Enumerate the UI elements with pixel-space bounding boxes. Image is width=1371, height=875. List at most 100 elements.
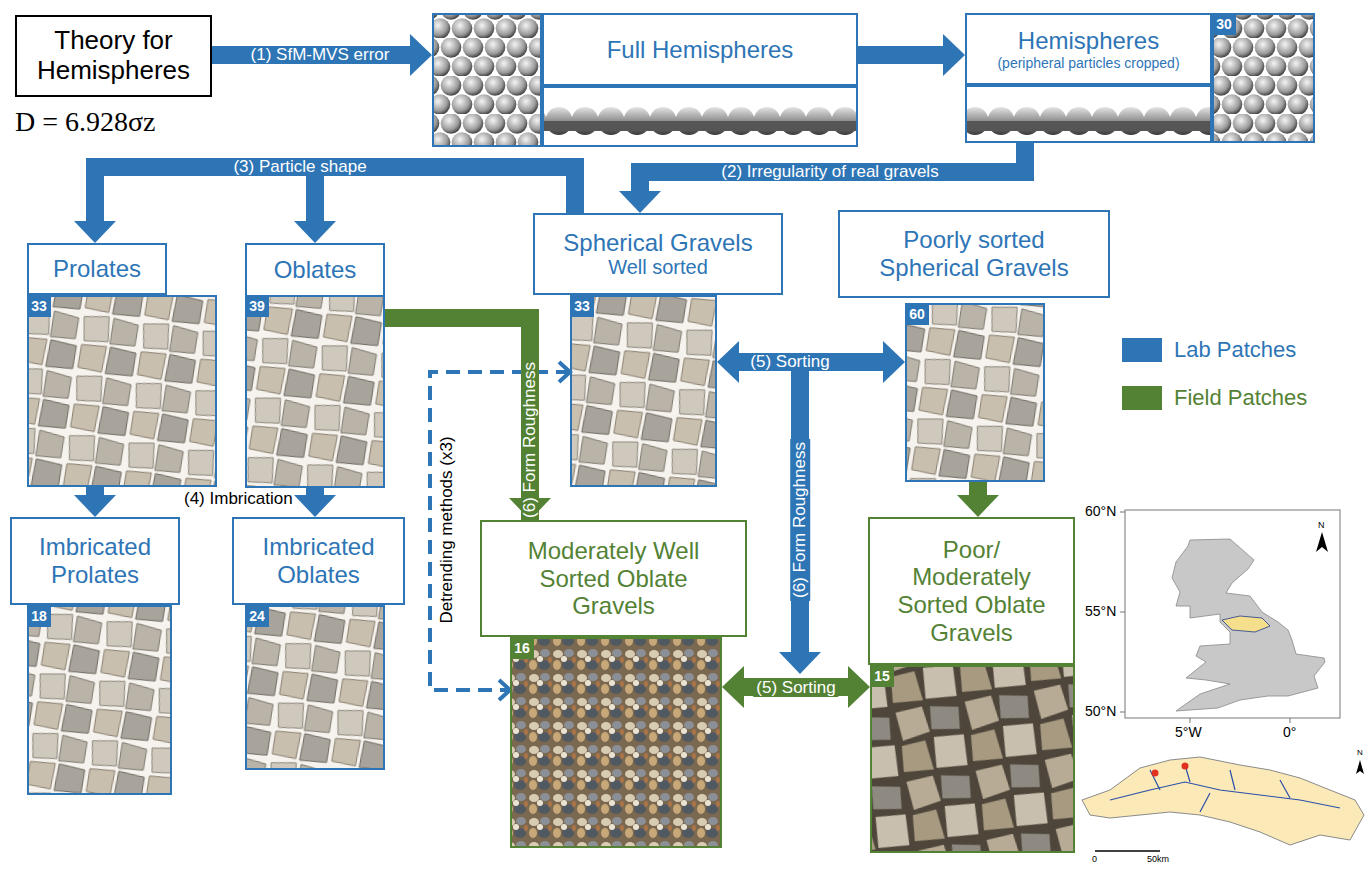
- photo-frame: [510, 637, 722, 848]
- connector-line: [212, 46, 411, 64]
- process-box: Oblates: [245, 243, 385, 297]
- process-box: Imbricated Prolates: [10, 517, 180, 605]
- text-stack: Hemispheres(peripheral particles cropped…: [997, 27, 1179, 71]
- photo-frame: [27, 295, 217, 487]
- node-title: Imbricated Prolates: [20, 533, 170, 588]
- scale-label: 0: [1092, 854, 1097, 864]
- axis-label: 5°W: [1175, 724, 1202, 740]
- arrow-head: [848, 666, 870, 708]
- edge-label: (6) Form Roughness: [521, 359, 539, 521]
- axis-label: 50°N: [1085, 703, 1116, 719]
- process-box: Theory for Hemispheres: [15, 15, 212, 97]
- process-box: Prolates: [27, 243, 167, 295]
- node-title: Poor/ Moderately Sorted Oblate Gravels: [884, 536, 1059, 646]
- process-box: Poorly sorted Spherical Gravels: [838, 210, 1110, 298]
- arrow-head: [294, 495, 336, 517]
- flow-arrow: [212, 34, 432, 76]
- text-stack: Poor/ Moderately Sorted Oblate Gravels: [884, 536, 1059, 646]
- node-group: Poor/ Moderately Sorted Oblate Gravels: [868, 517, 1075, 853]
- process-box: Hemispheres(peripheral particles cropped…: [965, 13, 1212, 85]
- process-box: Imbricated Oblates: [232, 517, 405, 605]
- arrow-head: [957, 495, 999, 517]
- photo-frame: [965, 85, 1212, 143]
- flow-arrow: [722, 666, 870, 708]
- node-group: Spherical GravelsWell sorted: [533, 213, 783, 487]
- connector-line: [858, 46, 944, 64]
- node-title: Theory for Hemispheres: [20, 26, 207, 86]
- text-stack: Theory for Hemispheres: [20, 26, 207, 86]
- arrow-head: [499, 680, 510, 700]
- flow-arrow: [74, 167, 575, 243]
- connector-line: [86, 487, 104, 496]
- node-group: Prolates: [27, 243, 217, 487]
- process-box: Poor/ Moderately Sorted Oblate Gravels: [868, 517, 1075, 665]
- connector-line: [969, 482, 987, 496]
- node-title: Full Hemispheres: [607, 36, 794, 64]
- patch-count: 18: [27, 605, 51, 627]
- edge-label: Detrending methods (x3): [438, 433, 456, 626]
- axis-label: 0°: [1283, 724, 1296, 740]
- node-group: Poorly sorted Spherical Gravels: [838, 210, 1110, 482]
- edge-label: (5) Sorting: [753, 679, 838, 697]
- formula: D = 6.928σz: [15, 106, 156, 138]
- flow-arrow: [74, 487, 116, 517]
- flow-arrow: [619, 143, 1025, 213]
- edge-label: (2) Irregularity of real gravels: [718, 163, 941, 181]
- edge-label: (1) SfM-MVS error: [248, 46, 393, 64]
- arrow-head: [559, 362, 570, 382]
- node-group: Imbricated Prolates: [10, 517, 180, 795]
- arrow-head: [619, 191, 661, 213]
- node-title: Moderately Well Sorted Oblate Gravels: [506, 537, 721, 620]
- step-label: (4) Imbrication: [184, 489, 293, 509]
- flow-arrow: [957, 482, 999, 517]
- patch-count: 30: [1212, 13, 1236, 35]
- photo-frame: [905, 303, 1045, 482]
- text-stack: Oblates: [274, 256, 357, 284]
- flow-arrow: [858, 34, 965, 76]
- text-stack: Spherical GravelsWell sorted: [563, 229, 752, 280]
- node-group: Full Hemispheres: [432, 13, 858, 147]
- text-stack: Imbricated Oblates: [244, 533, 394, 588]
- node-group: Imbricated Oblates: [232, 517, 405, 770]
- north-label: N: [1318, 520, 1325, 530]
- process-box: Spherical GravelsWell sorted: [533, 213, 783, 295]
- connector-line: [739, 353, 884, 371]
- node-title: Spherical Gravels: [563, 229, 752, 257]
- text-stack: Prolates: [53, 255, 141, 283]
- arrow-head: [717, 341, 739, 383]
- patch-count: 60: [905, 303, 929, 325]
- node-group: Hemispheres(peripheral particles cropped…: [965, 13, 1315, 143]
- photo-frame: [245, 295, 385, 488]
- flow-arrow: [385, 318, 551, 520]
- arrow-head: [722, 666, 744, 708]
- node-group: Moderately Well Sorted Oblate Gravels: [480, 520, 747, 848]
- node-title: Oblates: [274, 256, 357, 284]
- node-subtitle: (peripheral particles cropped): [997, 55, 1179, 71]
- flow-arrow: [294, 488, 336, 517]
- arrow-head: [74, 495, 116, 517]
- node-title: Imbricated Oblates: [244, 533, 394, 588]
- legend-swatch: [1122, 338, 1162, 362]
- patch-count: 16: [510, 637, 534, 659]
- photo-frame: [27, 605, 172, 795]
- legend-text: Lab Patches: [1174, 336, 1296, 364]
- photo-frame: [245, 605, 385, 770]
- text-stack: Full Hemispheres: [607, 36, 794, 64]
- arrow-head: [943, 34, 965, 76]
- connector-line: [306, 488, 324, 496]
- patch-count: 24: [245, 605, 269, 627]
- connector-line: [640, 143, 1025, 192]
- node-title: Prolates: [53, 255, 141, 283]
- north-label: N: [1357, 748, 1363, 757]
- node-group: Theory for Hemispheres: [15, 15, 212, 97]
- patch-count: 33: [27, 295, 51, 317]
- text-stack: Moderately Well Sorted Oblate Gravels: [506, 537, 721, 620]
- arrow-head: [294, 221, 336, 243]
- patch-count: 33: [570, 295, 594, 317]
- process-box: Moderately Well Sorted Oblate Gravels: [480, 520, 747, 637]
- node-title: Poorly sorted Spherical Gravels: [859, 226, 1089, 281]
- photo-frame: [870, 665, 1075, 853]
